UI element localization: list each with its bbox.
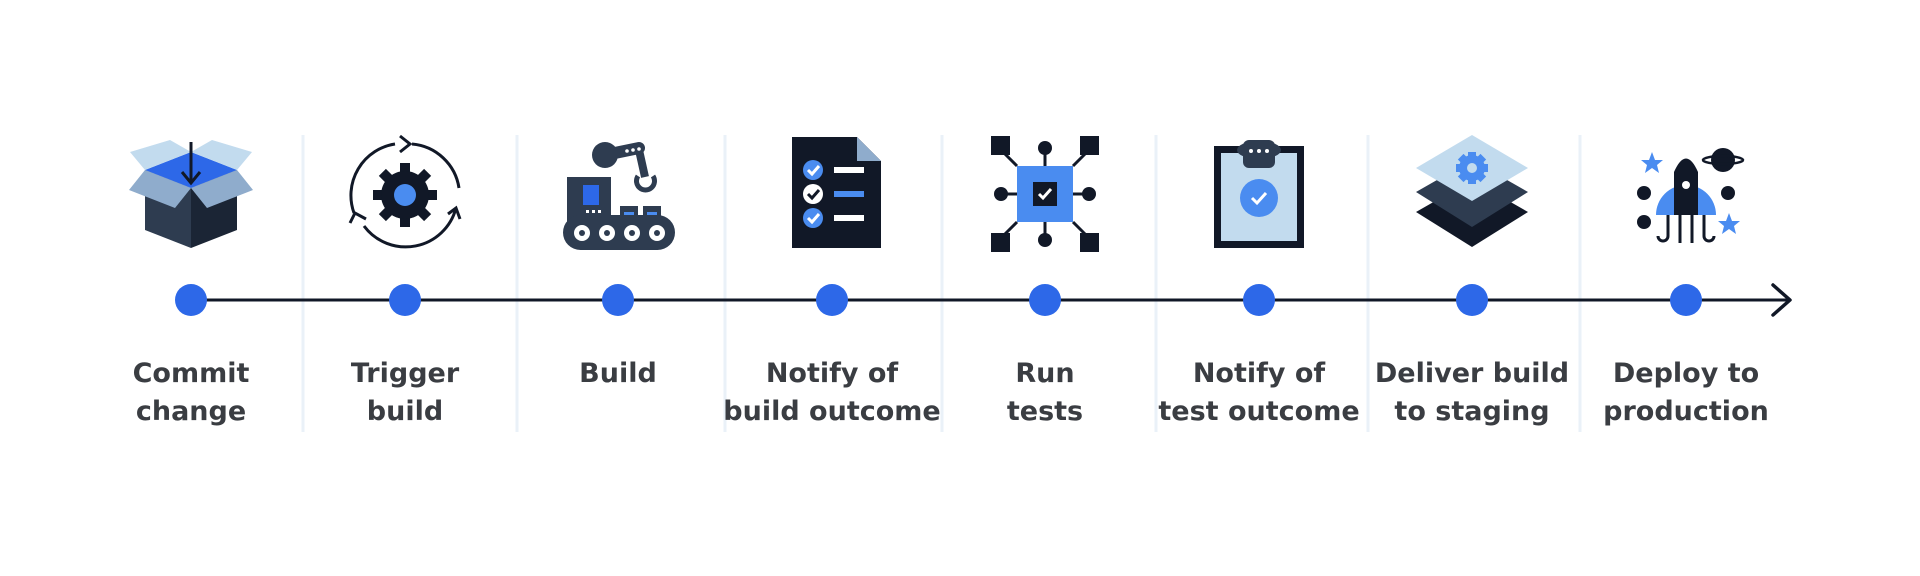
- timeline-dot: [1029, 284, 1061, 316]
- timeline-dot: [389, 284, 421, 316]
- timeline-dot: [1456, 284, 1488, 316]
- timeline-dot: [175, 284, 207, 316]
- open-box-icon: [129, 140, 253, 248]
- column-dividers: [301, 135, 1582, 432]
- rocket-icon: [1637, 148, 1745, 243]
- step-label-trigger-build: Trigger build: [350, 358, 460, 427]
- step-label-run-tests: Run tests: [1006, 358, 1084, 427]
- step-label-build: Build: [579, 358, 657, 389]
- step-label-notify-test-outcome: Notify of test outcome: [1158, 358, 1360, 427]
- timeline-dot: [816, 284, 848, 316]
- timeline-dot: [1670, 284, 1702, 316]
- timeline-dot: [602, 284, 634, 316]
- clipboard-check-icon: [1214, 140, 1304, 248]
- layers-gear-icon: [1416, 135, 1528, 247]
- gear-cycle-icon: [348, 134, 462, 249]
- timeline-dot: [1243, 284, 1275, 316]
- checklist-document-icon: [792, 137, 881, 248]
- timeline-arrow: [190, 283, 1792, 317]
- step-label-deliver-build-staging: Deliver build to staging: [1374, 358, 1570, 427]
- timeline-dots: [175, 284, 1702, 316]
- step-label-deploy-production: Deploy to production: [1603, 358, 1769, 427]
- assembly-line-icon: [563, 142, 675, 250]
- circuit-chip-icon: [991, 136, 1099, 252]
- step-label-notify-build-outcome: Notify of build outcome: [723, 358, 941, 427]
- step-label-commit-change: Commit change: [132, 358, 250, 427]
